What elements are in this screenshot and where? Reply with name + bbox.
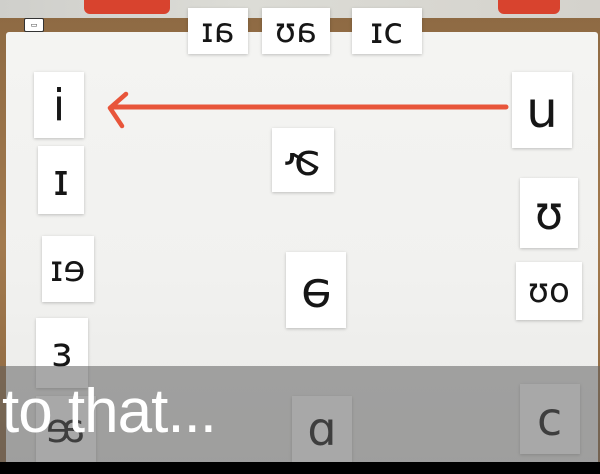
card-left-1-symbol: i [52, 79, 66, 131]
card-right-2-symbol: ʊ [534, 186, 564, 240]
card-left-1: i [34, 72, 84, 138]
red-object-right [498, 0, 560, 14]
card-right-1-symbol: u [526, 81, 558, 139]
card-right-1: u [512, 72, 572, 148]
board-logo-icon: ▭ [24, 18, 44, 32]
video-caption: to that... [2, 377, 217, 446]
red-object-left [84, 0, 170, 14]
card-left-2: ɪ [38, 146, 84, 214]
card-top-2: aʊ [262, 8, 330, 54]
card-top-1: aɪ [188, 8, 248, 54]
card-center-1: ɚ [272, 128, 334, 192]
arrow-head [107, 91, 129, 129]
caption-band [0, 366, 600, 462]
card-center-2: ə [286, 252, 346, 328]
card-left-2-symbol: ɪ [52, 154, 70, 206]
card-left-3: eɪ [42, 236, 94, 302]
card-top-3: ɔɪ [352, 8, 422, 54]
card-right-2: ʊ [520, 178, 578, 248]
letterbox-bar [0, 462, 600, 474]
card-right-3: oʊ [516, 262, 582, 320]
